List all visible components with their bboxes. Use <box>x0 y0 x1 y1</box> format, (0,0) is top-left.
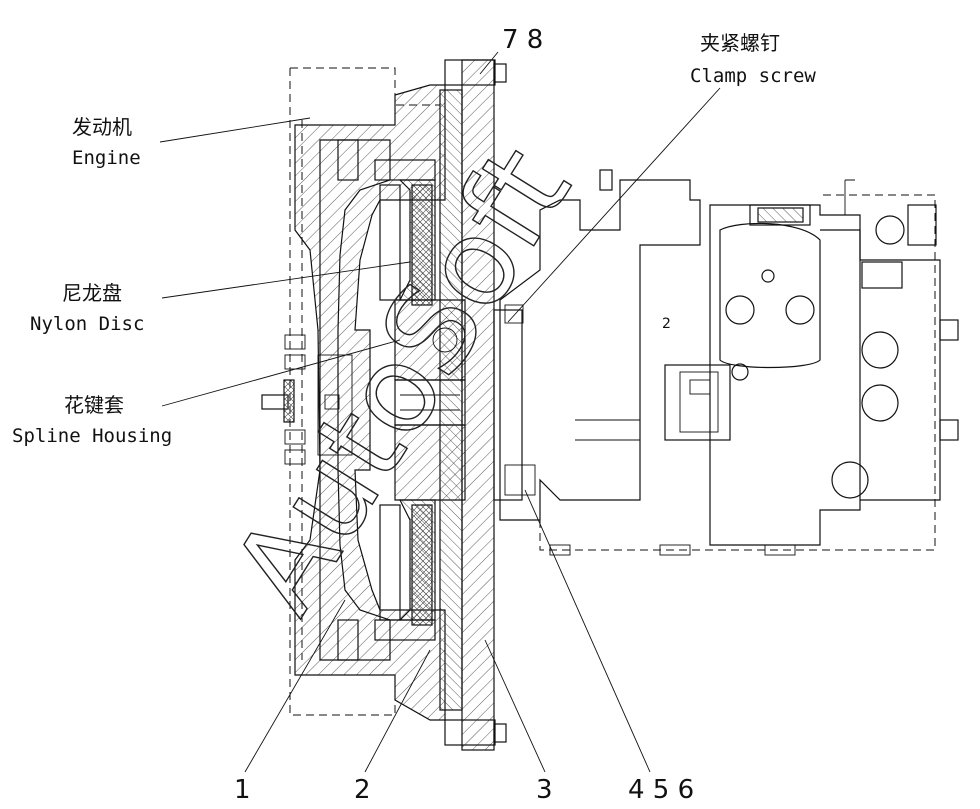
engine-label-en: Engine <box>72 147 141 169</box>
leader-lines <box>159 51 721 773</box>
labels: 发动机 Engine 尼龙盘 Nylon Disc 花键套 Spline Hou… <box>12 25 816 805</box>
nylon-disc-label-en: Nylon Disc <box>30 313 144 335</box>
callout-2: 2 <box>354 775 371 805</box>
nylon-disc <box>374 159 436 641</box>
clamp-screw-label-cn: 夹紧螺钉 <box>700 31 780 55</box>
callout-1: 1 <box>234 775 251 805</box>
spline-housing-label-en: Spline Housing <box>12 425 172 447</box>
callout-4-5-6: 4 5 6 <box>628 775 694 805</box>
callout-3: 3 <box>536 775 553 805</box>
clamp-screw-label-en: Clamp screw <box>690 65 816 87</box>
watermark-text: AutoSoft <box>207 125 598 636</box>
pump-body: 2 <box>499 169 959 556</box>
watermark: AutoSoft <box>206 124 598 636</box>
flywheel-plate <box>439 59 536 751</box>
svg-text:2: 2 <box>662 316 671 332</box>
callout-7-8: 7 8 <box>502 25 543 55</box>
engine-label-cn: 发动机 <box>72 115 132 139</box>
nylon-disc-label-cn: 尼龙盘 <box>62 281 122 305</box>
spline-housing-label-cn: 花键套 <box>64 393 124 417</box>
